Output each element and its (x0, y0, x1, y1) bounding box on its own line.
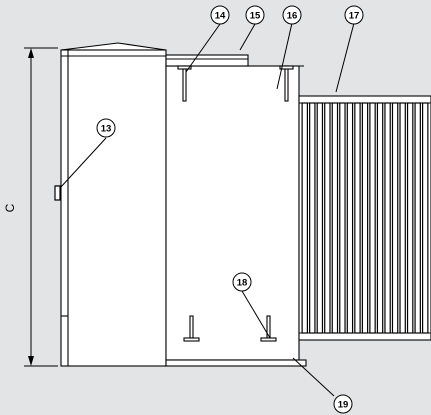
radiator-fin (361, 102, 369, 334)
callout-15-label: 15 (250, 11, 261, 22)
radiator-fin (316, 102, 324, 334)
radiator-fin (376, 102, 384, 334)
center-tank (165, 65, 307, 367)
callout-18-label: 18 (237, 278, 248, 289)
radiator-fin (309, 102, 316, 334)
dimension-c-label: C (3, 203, 17, 212)
callout-14: 14 (210, 5, 230, 25)
leader-lines (59, 22, 355, 397)
door-latch (54, 185, 61, 201)
radiator-fin (399, 102, 406, 334)
cover-plate (165, 54, 249, 67)
radiator-fin (391, 102, 399, 334)
radiator-fin (384, 102, 391, 334)
callout-13: 13 (96, 118, 116, 138)
radiator-fin (406, 102, 414, 334)
radiator-fin (346, 102, 354, 334)
callout-16: 16 (282, 5, 302, 25)
callout-15: 15 (245, 5, 265, 25)
radiator-fin (339, 102, 346, 334)
callout-17-label: 17 (349, 11, 360, 22)
callout-16-label: 16 (287, 11, 298, 22)
radiator-fin (422, 102, 429, 334)
radiator-fin (324, 102, 331, 334)
radiator-fin (301, 102, 309, 334)
radiator-fin (354, 102, 361, 334)
callout-19: 19 (333, 394, 353, 414)
callout-17: 17 (344, 5, 364, 25)
lifting-lugs (177, 65, 294, 102)
radiator-fin (369, 102, 376, 334)
base-supports (183, 315, 277, 342)
callout-18: 18 (232, 272, 252, 292)
radiator-fins (298, 95, 431, 341)
dimension-c (24, 47, 58, 367)
radiator-fin (414, 102, 421, 334)
callout-19-label: 19 (338, 400, 349, 411)
radiator-fin (331, 102, 339, 334)
callout-13-label: 13 (101, 124, 112, 135)
callout-14-label: 14 (215, 11, 226, 22)
left-cabinet (60, 42, 167, 367)
